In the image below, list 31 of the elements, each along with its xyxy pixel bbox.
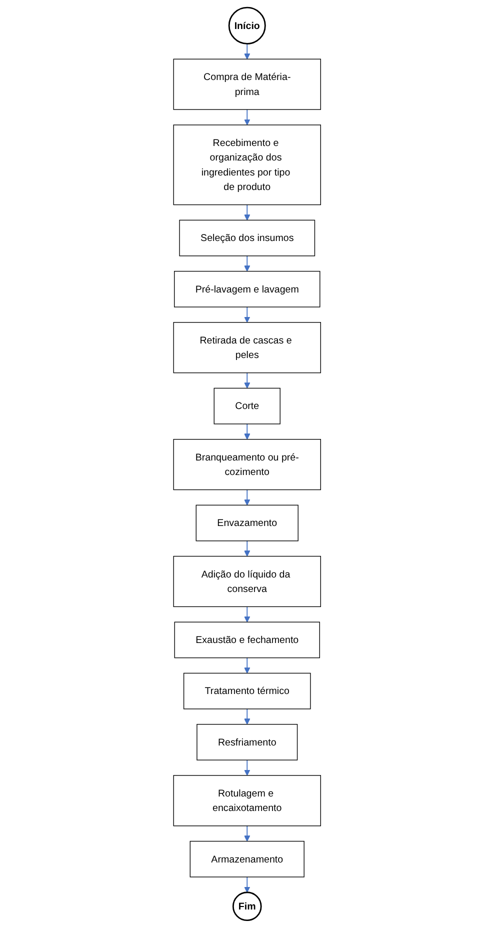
node-box: Seleção dos insumos xyxy=(179,220,315,256)
arrow xyxy=(244,540,250,557)
node-box: Corte xyxy=(214,388,280,424)
arrow xyxy=(244,109,250,126)
node-circle: Início xyxy=(228,6,266,44)
arrow xyxy=(244,489,250,506)
node-box: Pré-lavagem e lavagem xyxy=(174,270,320,308)
arrow xyxy=(244,255,250,272)
arrow xyxy=(244,708,250,725)
node-box: Recebimento e organização dos ingredientes por tipo de produto xyxy=(173,124,321,206)
arrow xyxy=(244,43,250,60)
arrow xyxy=(244,204,250,220)
arrow xyxy=(244,306,250,323)
node-box: Compra de Matéria-prima xyxy=(173,58,321,110)
arrow xyxy=(244,876,250,893)
node-box: Rotulagem e encaixotamento xyxy=(173,775,321,826)
node-box: Tratamento térmico xyxy=(183,672,311,710)
arrow xyxy=(244,606,250,622)
node-box: Armazenamento xyxy=(190,840,304,878)
arrow xyxy=(244,825,250,842)
node-box: Resfriamento xyxy=(196,724,298,760)
arrow xyxy=(244,657,250,674)
node-box: Adição do líquido da conserva xyxy=(173,556,321,608)
node-box: Envazamento xyxy=(196,504,298,542)
node-box: Exaustão e fechamento xyxy=(174,622,320,658)
arrow xyxy=(244,424,250,440)
node-box: Retirada de cascas e peles xyxy=(173,322,321,374)
node-box: Branqueamento ou pré-cozimento xyxy=(173,439,321,490)
arrow xyxy=(244,760,250,776)
arrow xyxy=(244,372,250,389)
node-circle: Fim xyxy=(232,892,262,922)
